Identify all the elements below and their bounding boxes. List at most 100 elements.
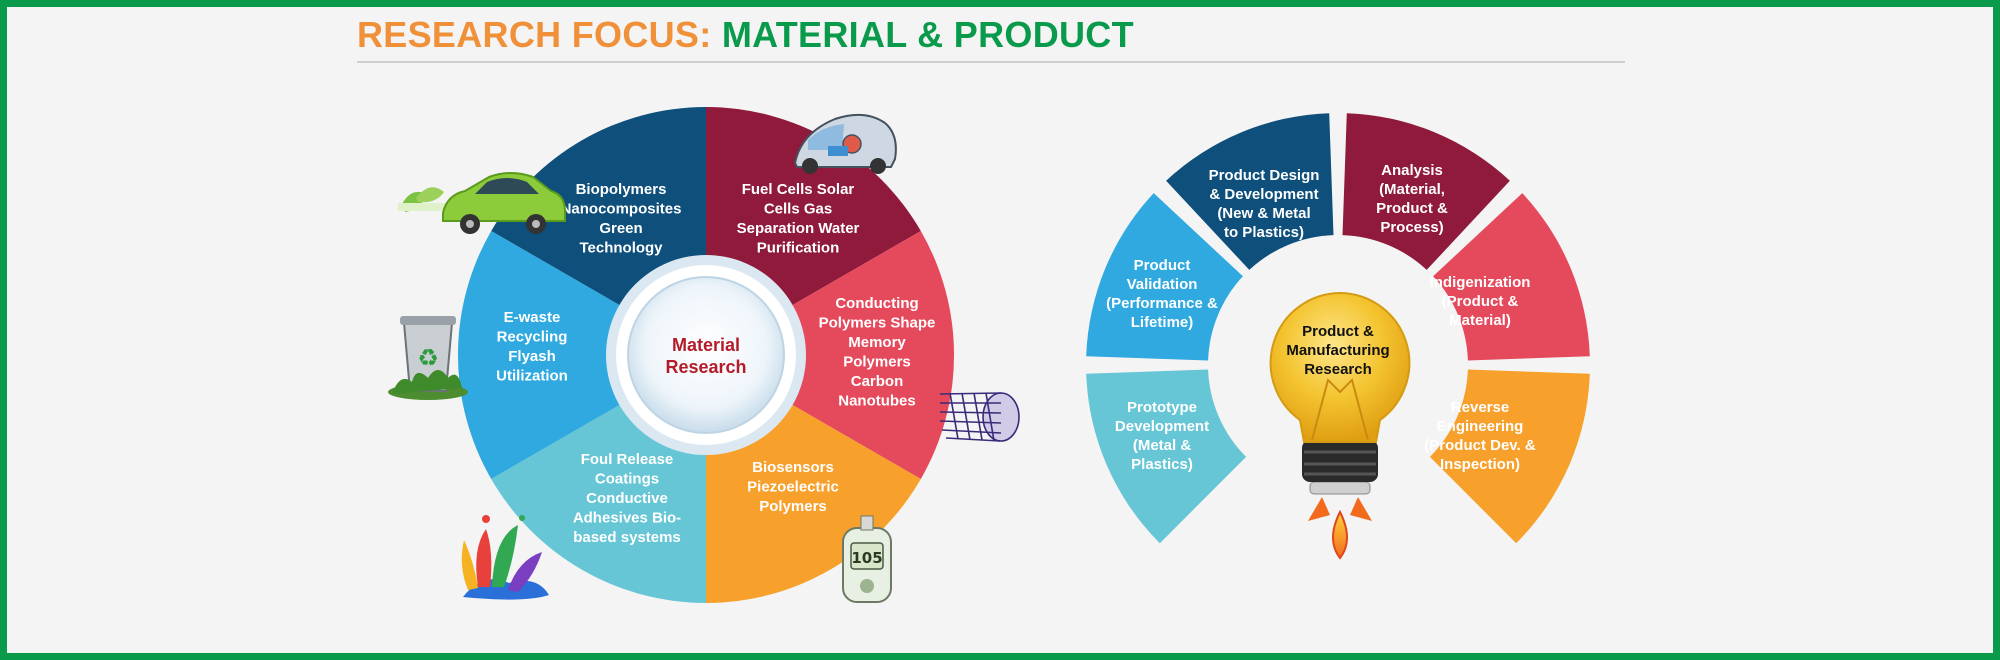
wheel-segment-conducting-polymers-label-line: Nanotubes [838,393,916,410]
wheel-segment-biosensors [706,404,921,603]
wheel-segment-foul-release-label-line: based systems [573,529,681,546]
wheel-segment-conducting-polymers-label-line: Memory [848,334,906,351]
bulb-line-2: Manufacturing [1286,342,1389,359]
car-engine-icon [793,113,897,174]
bulb-line-1: Product & [1302,323,1374,340]
bulb-label-product: Product & [1302,323,1374,340]
arc-segment-design-label-line: (New & Metal [1217,205,1310,222]
arc-segment-indigenization-label-line: (Product & [1442,293,1519,310]
arc-segment-reverse-engineering [1429,369,1590,544]
arc-segment-prototype-label-line: (Metal & [1133,437,1192,454]
wheel-segment-e-waste [457,231,622,479]
arc-segment-analysis-label-line: Product & [1376,200,1448,217]
arc-segment-prototype [1086,369,1247,544]
wheel-segment-foul-release [491,404,706,603]
page-title: RESEARCH FOCUS: MATERIAL & PRODUCT [357,14,1134,56]
glucose-meter-icon: 105 [842,515,892,603]
svg-text:♻: ♻ [417,344,439,372]
arc-segment-prototype-label-line: Plastics) [1131,456,1193,473]
arc-segment-indigenization-label-line: Material) [1449,312,1511,329]
arc-segment-analysis-label-line: Analysis [1381,162,1443,179]
wheel-segment-e-waste-label-line: Recycling [497,329,568,346]
title-topic: MATERIAL & PRODUCT [721,14,1134,55]
wheel-segment-foul-release-label-line: Adhesives Bio- [573,510,681,527]
hub-label-research: Research [665,357,746,377]
arc-segment-indigenization-label: Indigenization (Product & Material) [1430,274,1531,329]
wheel-segment-conducting-polymers-label-line: Carbon [851,373,904,390]
arc-segment-prototype-label-line: Prototype [1127,399,1197,416]
wheel-segment-conducting-polymers-label-line: Polymers [843,354,911,371]
wheel-segment-fuel-cells-label-line: Fuel Cells Solar [742,181,855,198]
wheel-segment-fuel-cells-label-line: Cells Gas [764,201,832,218]
arc-segment-design-label: Product Design & Development (New & Metal t… [1209,167,1320,241]
wheel-segment-fuel-cells [706,107,921,306]
title-divider [357,61,1625,63]
light-bulb-rocket-icon [1269,291,1411,560]
arc-segment-validation-label-line: Validation [1127,276,1198,293]
arc-segment-design [1166,113,1334,270]
recycle-bin-icon: ♻ [388,316,468,400]
arc-segment-validation-label-line: Lifetime) [1131,314,1194,331]
wheel-segment-e-waste-label-line: Flyash [508,348,556,365]
arc-segment-design-label-line: Product Design [1209,167,1320,184]
arc-segment-reverse-engineering-label-line: Reverse [1451,399,1509,416]
wheel-segment-fuel-cells-label-line: Separation Water [737,220,860,237]
arc-segment-analysis-label: Analysis (Material, Product & Process) [1376,162,1448,236]
arc-segment-reverse-engineering-label-line: Inspection) [1440,456,1520,473]
bulb-label-research: Research [1304,361,1372,378]
product-arc-segments [1086,113,1590,544]
wheel-segment-biosensors-label-line: Piezoelectric [747,479,839,496]
arc-segment-analysis [1342,113,1510,270]
arc-segment-design-label-line: & Development [1209,186,1318,203]
hub-line-1: Material [672,335,740,355]
carbon-nanotube-icon [939,392,1020,442]
bulb-line-3: Research [1304,361,1372,378]
arc-segment-validation [1086,193,1243,361]
wheel-segment-biosensors-label-line: Biosensors [752,459,834,476]
wheel-segment-fuel-cells-label-line: Purification [757,240,840,257]
bulb-label-manufacturing: Manufacturing [1286,342,1389,359]
material-research-hub: Material Research [606,255,806,455]
wheel-segment-e-waste-label-line: Utilization [496,368,568,385]
material-wheel-segments [457,106,955,603]
wheel-segment-biopolymers-label-line: Technology [579,240,663,257]
wheel-segment-biopolymers-label-line: Biopolymers [576,181,667,198]
wheel-segment-biopolymers-label-line: Green [599,220,642,237]
arc-segment-validation-label-line: (Performance & [1106,295,1218,312]
arc-segment-design-label-line: to Plastics) [1224,224,1304,241]
arc-segment-indigenization [1433,193,1590,361]
wheel-segment-foul-release-label-line: Conductive [586,490,668,507]
arc-segment-analysis-label-line: Process) [1380,219,1443,236]
wheel-segment-biopolymers-label-line: Nanocomposites [561,201,682,218]
wheel-segment-foul-release-label-line: Foul Release [581,451,674,468]
wheel-segment-conducting-polymers-label-line: Conducting [835,295,918,312]
paint-splash-icon [461,515,549,600]
arc-segment-indigenization-label-line: Indigenization [1430,274,1531,291]
wheel-segment-conducting-polymers-label-line: Polymers Shape [819,315,936,332]
wheel-segment-biosensors-label-line: Polymers [759,498,827,515]
wheel-segment-conducting-polymers [790,231,955,479]
svg-text:105: 105 [851,549,882,567]
hub-label-material: Material [672,335,740,355]
arc-segment-prototype-label-line: Development [1115,418,1209,435]
wheel-segment-foul-release-label-line: Coatings [595,471,659,488]
arc-segment-analysis-label-line: (Material, [1379,181,1445,198]
hub-line-2: Research [665,357,746,377]
wheel-segment-biopolymers [491,106,706,307]
title-prefix: RESEARCH FOCUS: [357,14,712,55]
arc-segment-validation-label-line: Product [1134,257,1191,274]
